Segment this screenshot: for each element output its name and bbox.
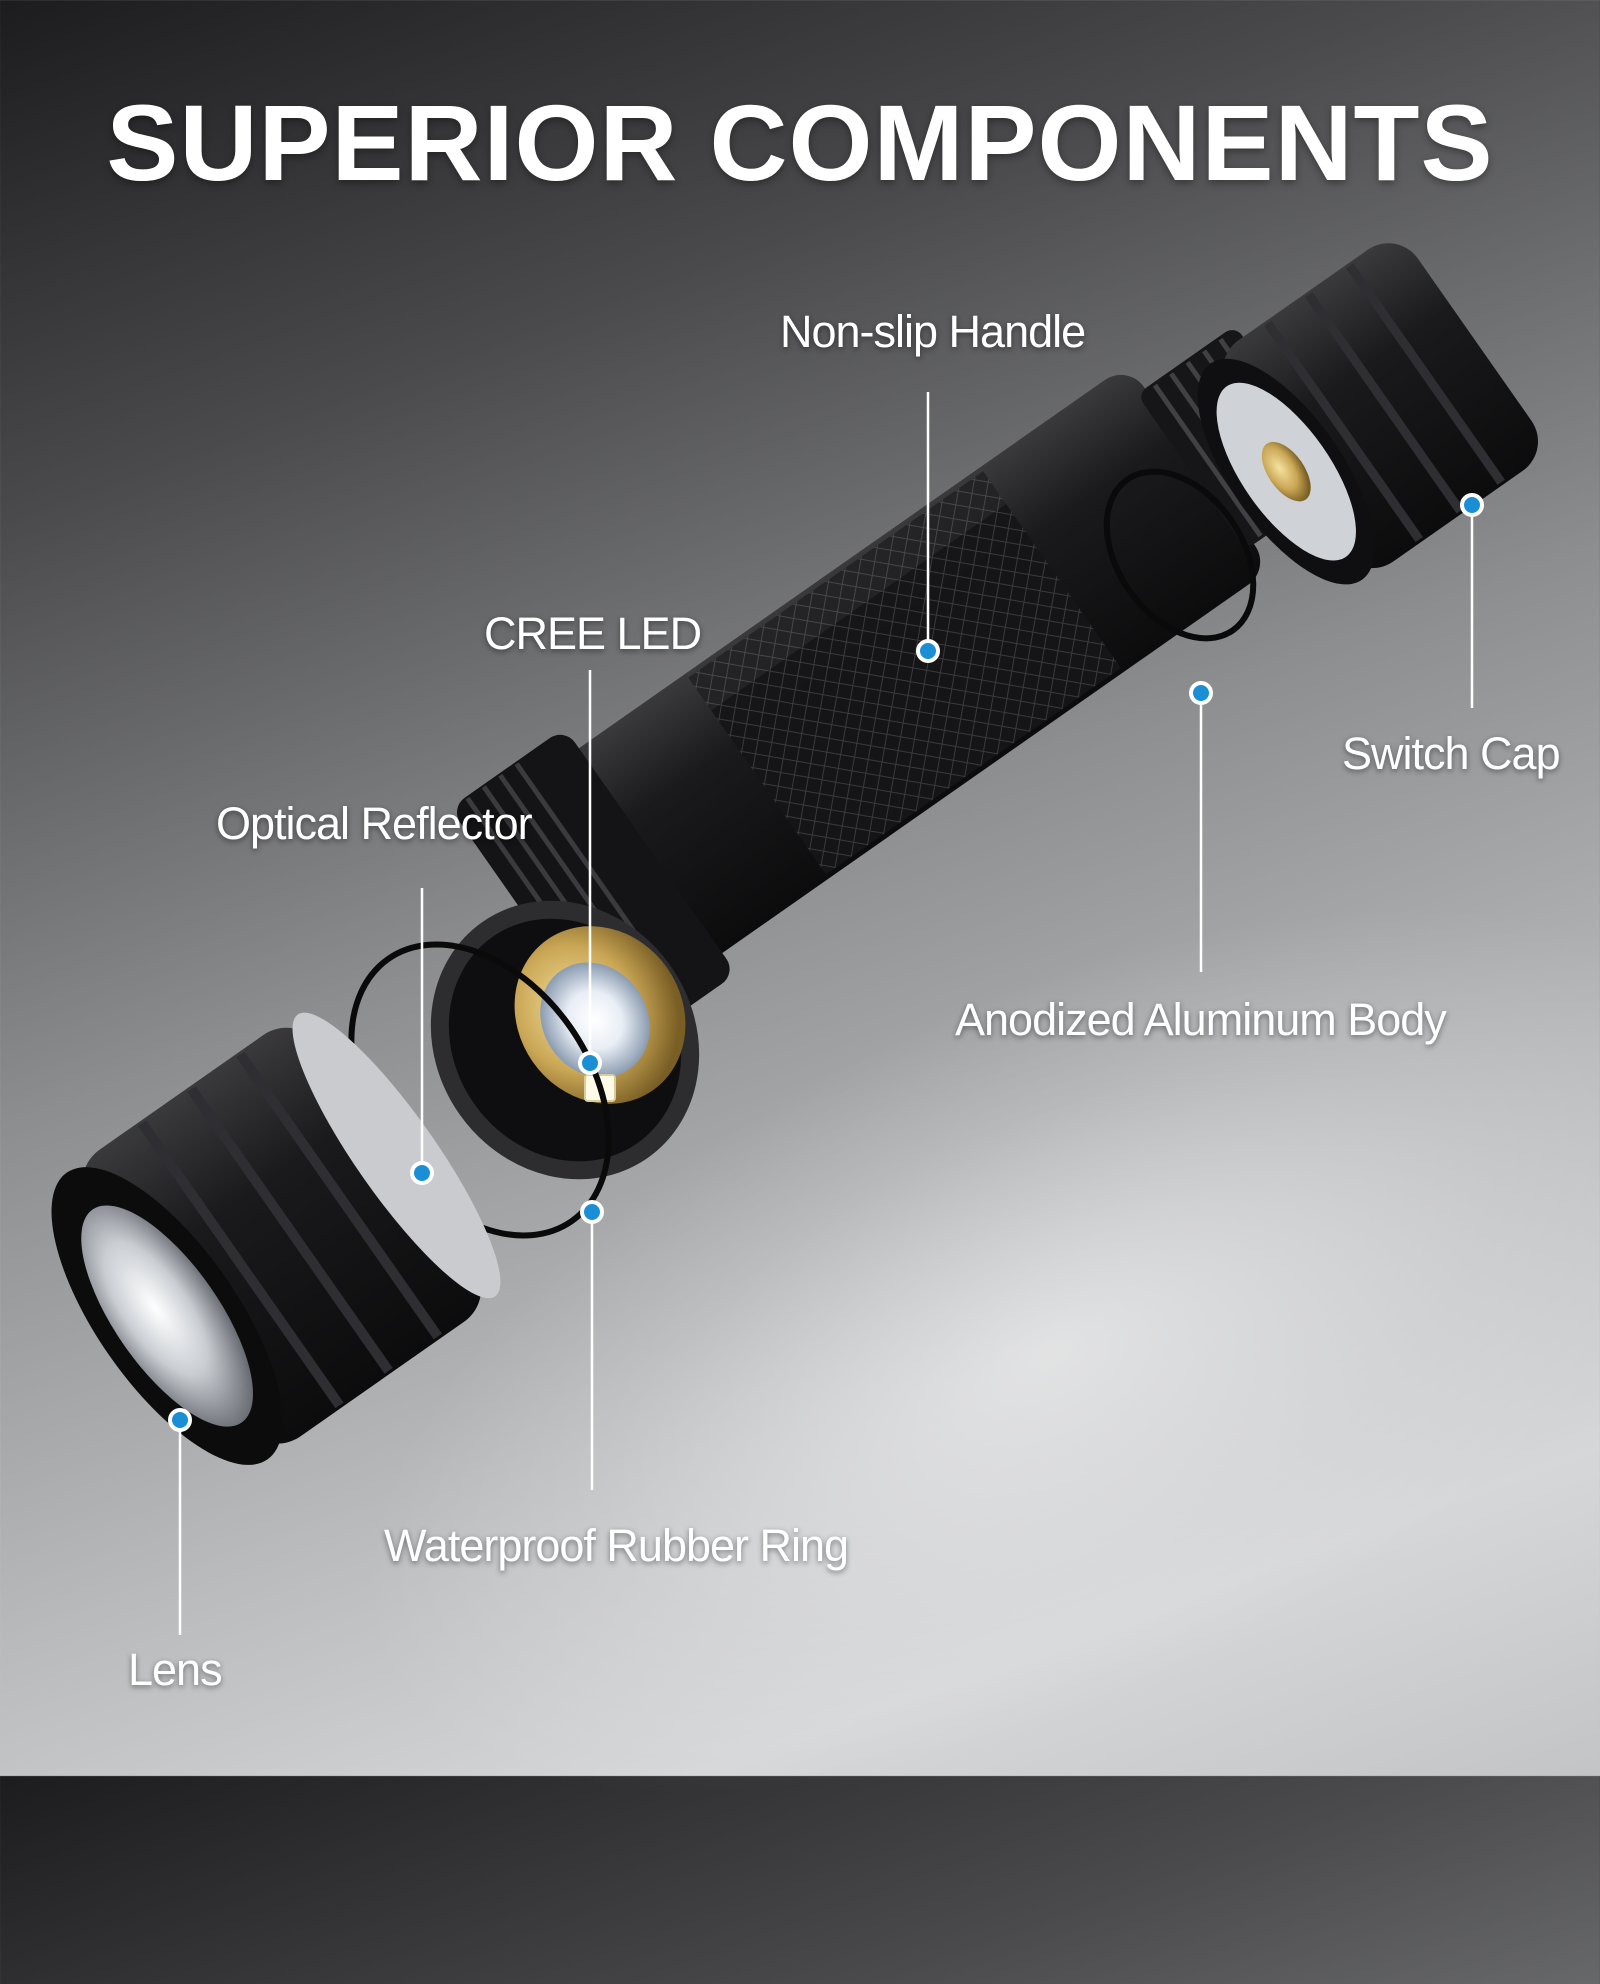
dot-non-slip-handle <box>916 639 940 663</box>
page-title: SUPERIOR COMPONENTS <box>106 82 1494 203</box>
label-cree-led: CREE LED <box>484 608 702 659</box>
label-anodized-body: Anodized Aluminum Body <box>955 994 1447 1045</box>
front-lens-cap <box>51 1012 501 1465</box>
switch-cap <box>1197 243 1538 585</box>
led-head-opening <box>430 900 700 1180</box>
callout-lines <box>178 392 1474 1635</box>
label-non-slip-handle: Non-slip Handle <box>780 306 1086 357</box>
callout-dots <box>168 493 1484 1432</box>
dot-lens <box>168 1408 192 1432</box>
rear-rubber-ring <box>1103 468 1257 642</box>
dot-optical-reflector <box>410 1161 434 1185</box>
label-optical-reflector: Optical Reflector <box>216 798 533 849</box>
label-waterproof-ring: Waterproof Rubber Ring <box>384 1520 849 1571</box>
flashlight-exploded-illustration <box>51 243 1538 1635</box>
label-lens: Lens <box>128 1644 223 1695</box>
dot-switch-cap <box>1460 493 1484 517</box>
dot-waterproof-ring <box>580 1200 604 1224</box>
dot-cree-led <box>578 1051 602 1075</box>
label-switch-cap: Switch Cap <box>1342 728 1561 779</box>
dot-anodized-body <box>1189 681 1213 705</box>
